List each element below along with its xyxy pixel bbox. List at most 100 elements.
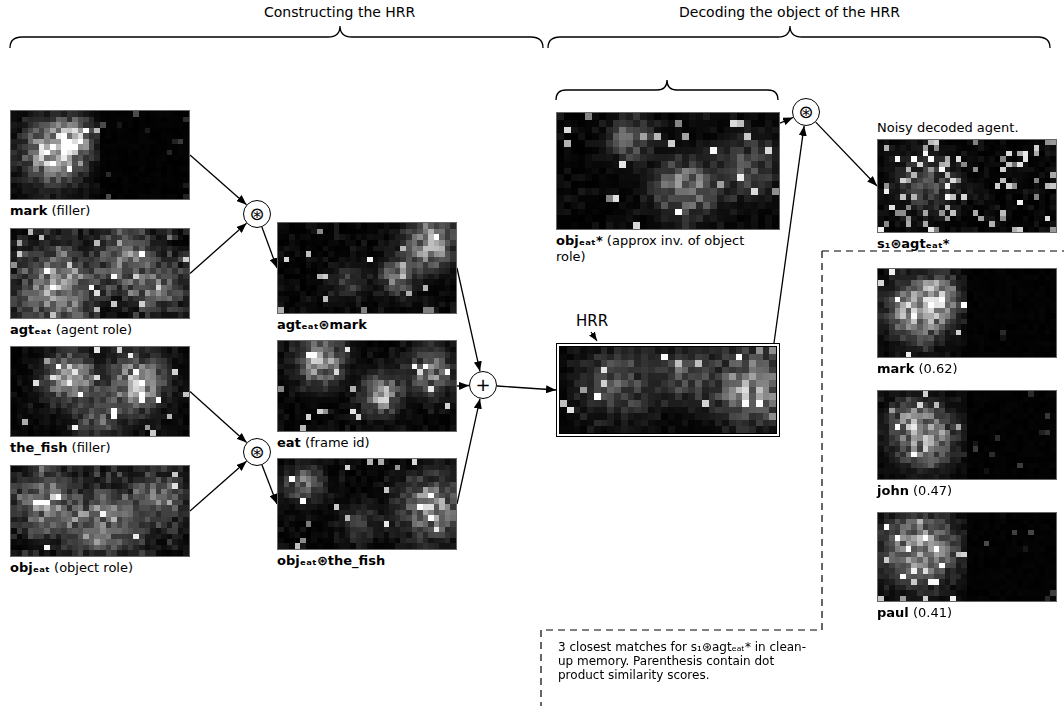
vector-image: [10, 228, 190, 319]
caption-bold: the_fish: [10, 440, 67, 455]
caption-note: (frame id): [301, 435, 370, 450]
caption: agtₑₐₜ (agent role): [10, 322, 190, 338]
section-label: Constructing the HRR: [264, 4, 415, 20]
vector-node: eat (frame id): [277, 340, 457, 451]
operator-circle: ⊛: [243, 200, 271, 228]
caption: objₑₐₜ (object role): [10, 560, 190, 576]
vector-image: [877, 139, 1057, 233]
noise-pattern: [559, 346, 777, 434]
arrow: [190, 461, 247, 511]
vector-image: [277, 340, 457, 432]
vector-node: the_fish (filler): [10, 346, 190, 456]
caption: eat (frame id): [277, 435, 457, 451]
noise-pattern: [11, 347, 189, 436]
caption: objₑₐₜ⊛the_fish: [277, 553, 457, 569]
vector-node: john (0.47): [877, 390, 1057, 499]
caption-bold: eat: [277, 435, 301, 450]
caption-note: (object role): [50, 560, 133, 575]
note-text: 3 closest matches for s₁⊛agtₑₐₜ* in clea…: [558, 640, 813, 682]
caption-note: (0.41): [909, 605, 952, 620]
caption: paul (0.41): [877, 605, 1057, 621]
caption-bold: s₁⊛agtₑₐₜ*: [877, 236, 950, 251]
noise-pattern: [278, 223, 456, 313]
vector-node: objₑₐₜ* (approx inv. of object role): [556, 112, 780, 265]
operator-symbol: ⊛: [249, 443, 264, 461]
noise-pattern: [278, 459, 456, 549]
vector-node: Noisy decoded agent.s₁⊛agtₑₐₜ*: [877, 139, 1057, 252]
arrow: [262, 465, 277, 504]
vector-node: agtₑₐₜ (agent role): [10, 228, 190, 338]
brace: [548, 26, 1050, 48]
arrow: [497, 386, 556, 390]
noise-pattern: [878, 269, 1056, 357]
noise-pattern: [878, 513, 1056, 601]
brace: [10, 26, 543, 48]
caption: objₑₐₜ* (approx inv. of object role): [556, 233, 761, 265]
caption-note: (agent role): [52, 322, 133, 337]
vector-image: [277, 222, 457, 314]
caption-bold: john: [877, 483, 909, 498]
brace: [556, 80, 778, 100]
vector-node: agtₑₐₜ⊛mark: [277, 222, 457, 333]
operator-circle: ⊛: [243, 438, 271, 466]
operator-symbol: ⊛: [249, 205, 264, 223]
arrow: [457, 268, 480, 371]
heading: HRR: [576, 313, 608, 329]
vector-image: [10, 465, 190, 557]
vector-image: [556, 343, 780, 437]
caption-note: (0.47): [909, 483, 952, 498]
leader-arrow: [591, 332, 597, 341]
caption: agtₑₐₜ⊛mark: [277, 317, 457, 333]
noise-pattern: [878, 391, 1056, 479]
caption-bold: agtₑₐₜ⊛mark: [277, 317, 367, 332]
vector-image: [10, 110, 190, 200]
arrow: [262, 227, 277, 268]
operator-symbol: ⊛: [798, 103, 813, 121]
caption-bold: mark: [877, 361, 914, 376]
arrow: [457, 399, 480, 504]
vector-image: [877, 390, 1057, 480]
arrow: [190, 392, 247, 443]
noise-pattern: [278, 341, 456, 431]
caption: mark (filler): [10, 203, 190, 219]
caption-bold: paul: [877, 605, 909, 620]
caption: mark (0.62): [877, 361, 1057, 377]
arrow: [780, 118, 793, 124]
vector-image: [10, 346, 190, 437]
caption: the_fish (filler): [10, 440, 190, 456]
caption-note: (0.62): [914, 361, 957, 376]
heading: Noisy decoded agent.: [877, 120, 1019, 136]
caption-bold: mark: [10, 203, 47, 218]
vector-image: [556, 112, 780, 230]
cleanup-memory-region: 3 closest matches for s₁⊛agtₑₐₜ* in clea…: [540, 250, 1064, 706]
arrow: [190, 223, 247, 273]
vector-node: paul (0.41): [877, 512, 1057, 621]
caption-bold: objₑₐₜ*: [556, 233, 603, 248]
caption-bold: agtₑₐₜ: [10, 322, 52, 337]
noise-pattern: [557, 113, 779, 229]
caption-note: (filler): [67, 440, 110, 455]
caption-note: (filler): [47, 203, 90, 218]
vector-node: objₑₐₜ (object role): [10, 465, 190, 576]
vector-node: HRR: [556, 343, 780, 437]
vector-image: [277, 458, 457, 550]
caption: s₁⊛agtₑₐₜ*: [877, 236, 1057, 252]
caption-bold: objₑₐₜ⊛the_fish: [277, 553, 385, 568]
vector-node: objₑₐₜ⊛the_fish: [277, 458, 457, 569]
vector-node: mark (filler): [10, 110, 190, 219]
caption: john (0.47): [877, 483, 1057, 499]
arrow: [190, 155, 247, 205]
noise-pattern: [878, 140, 1056, 232]
arrow: [816, 122, 877, 186]
vector-node: mark (0.62): [877, 268, 1057, 377]
dashed-line: [541, 251, 1064, 706]
operator-circle: +: [469, 371, 497, 399]
noise-pattern: [11, 466, 189, 556]
operator-symbol: +: [475, 376, 490, 394]
arrow: [457, 385, 469, 387]
operator-circle: ⊛: [792, 98, 820, 126]
vector-image: [877, 512, 1057, 602]
vector-image: [877, 268, 1057, 358]
section-label: Decoding the object of the HRR: [679, 4, 900, 20]
